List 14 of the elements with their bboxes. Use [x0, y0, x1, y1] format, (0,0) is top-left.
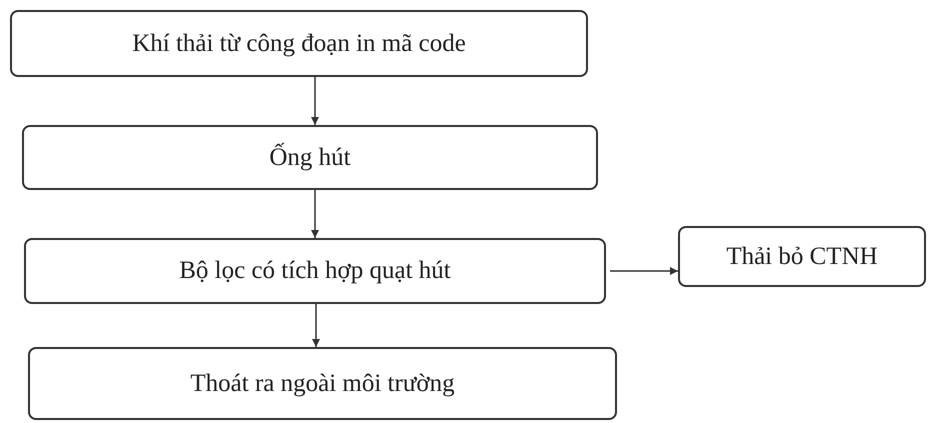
box-label: Ống hút	[269, 144, 351, 172]
process-box	[28, 347, 617, 420]
box-label: Khí thải từ công đoạn in mã code	[132, 30, 466, 58]
box-label: Bộ lọc có tích hợp quạt hút	[179, 257, 451, 285]
box-label: Thải bỏ CTNH	[726, 242, 878, 270]
process-box	[22, 125, 598, 190]
process-box	[24, 238, 606, 304]
arrow	[312, 304, 320, 347]
process-box	[10, 10, 588, 77]
arrow	[311, 77, 319, 125]
process-box	[678, 226, 926, 287]
box-label: Thoát ra ngoài môi trường	[190, 370, 455, 398]
arrow	[311, 190, 319, 238]
arrow	[610, 267, 678, 275]
